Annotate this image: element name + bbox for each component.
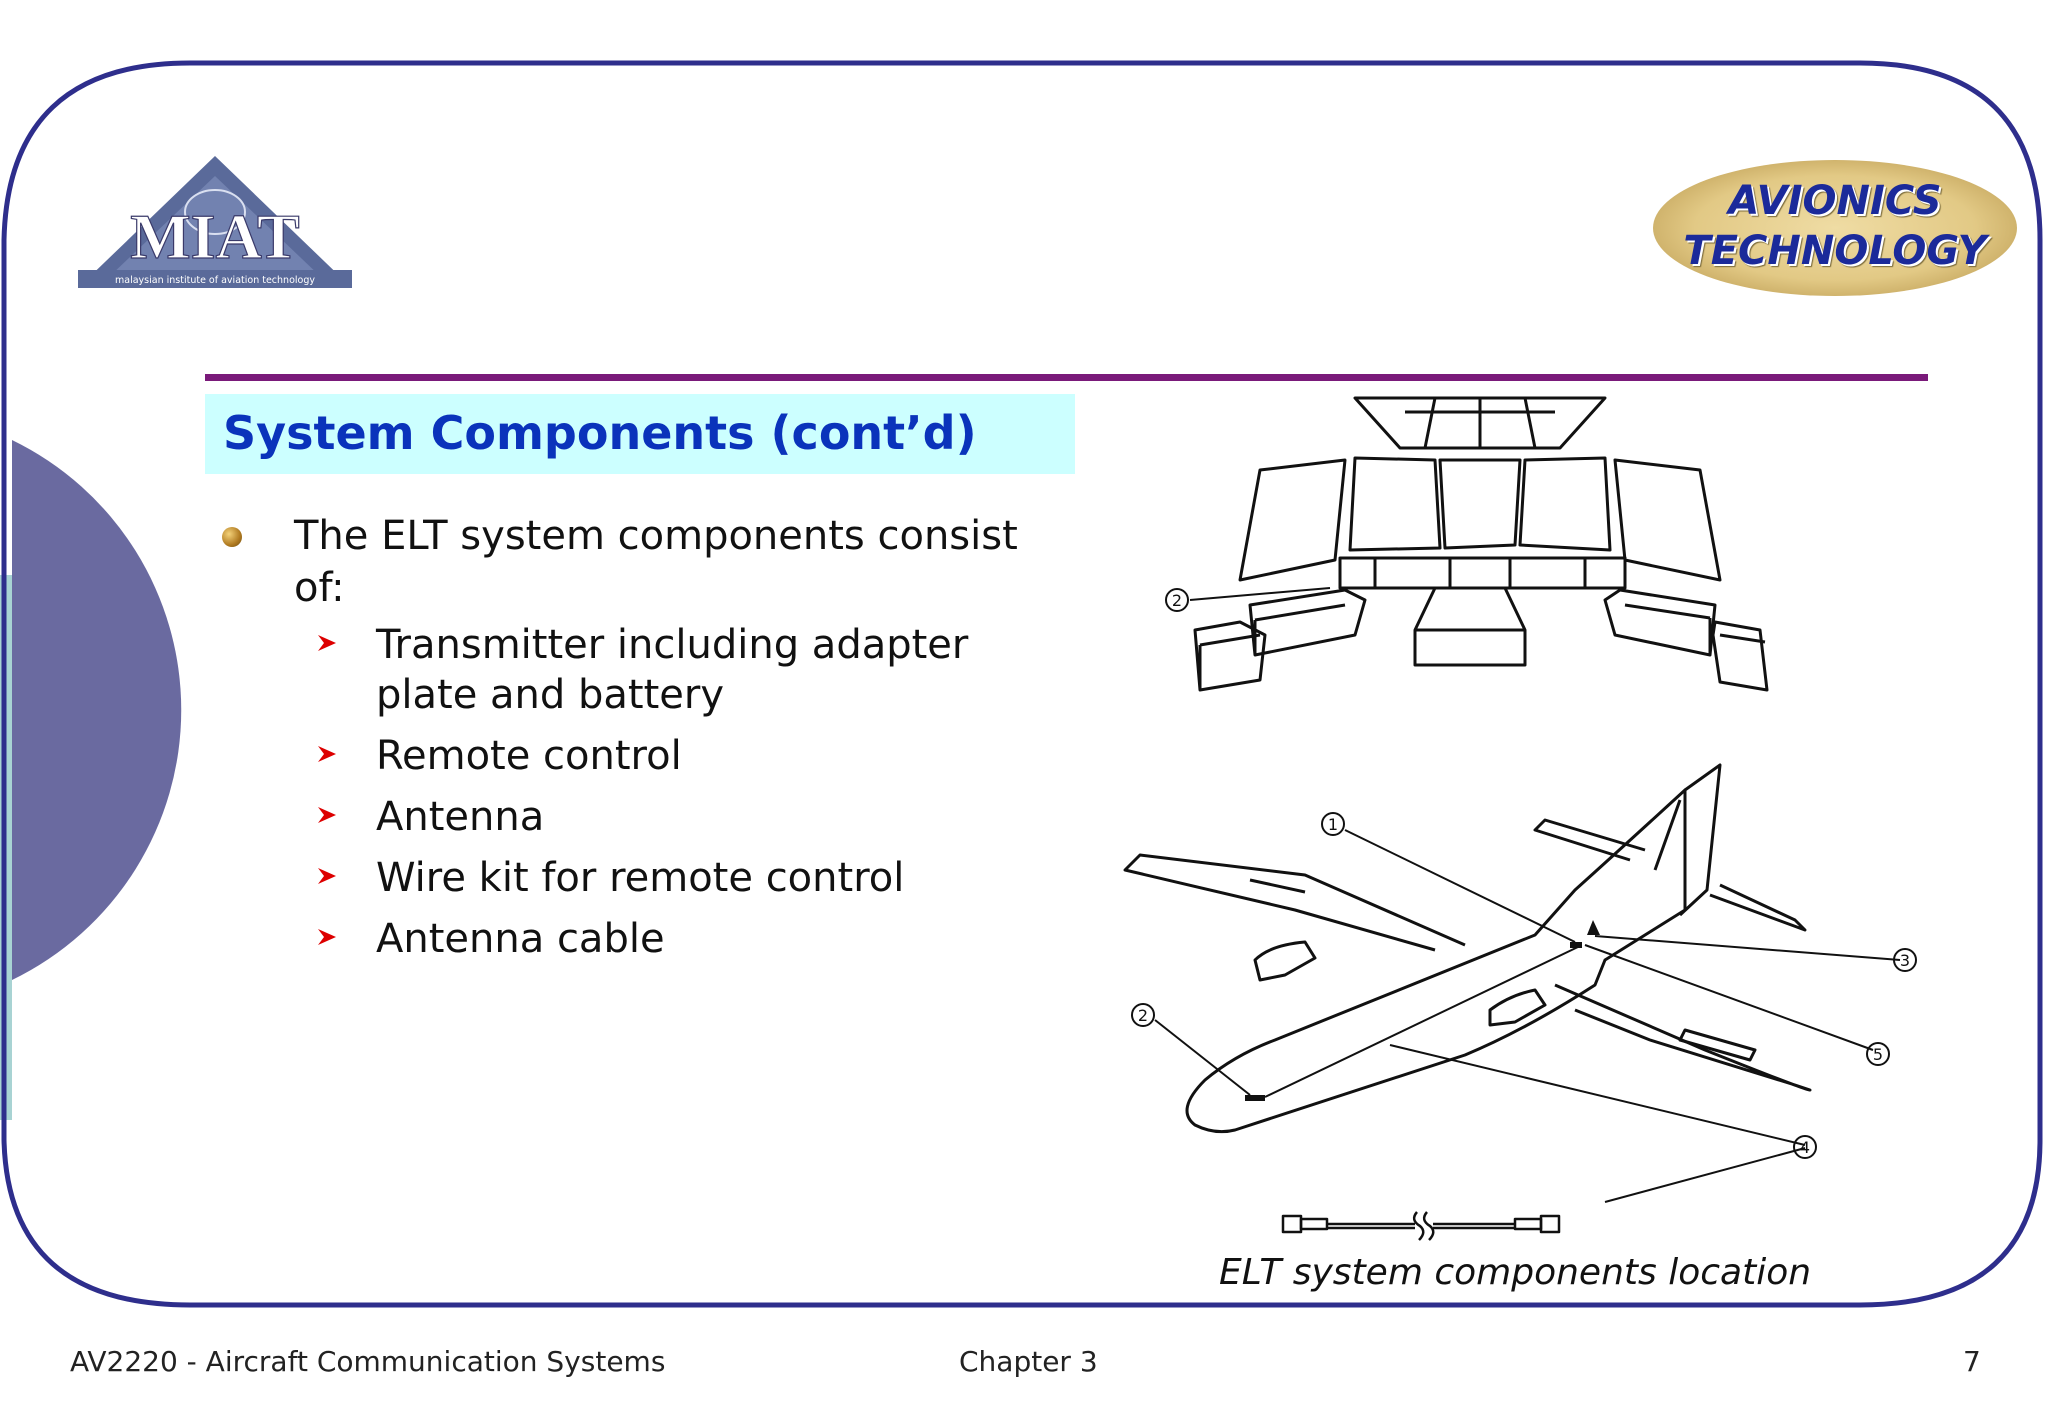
content-list: The ELT system components consist of: Tr…: [220, 510, 1080, 975]
glareshield: [1338, 556, 1627, 667]
arrow-bullet-icon: [318, 929, 336, 945]
callout-label: 5: [1873, 1045, 1883, 1064]
logo-wordmark: MIAT: [130, 201, 299, 272]
avionics-badge: [1653, 160, 2017, 296]
list-item: Remote control: [220, 731, 1080, 781]
callout-label: 2: [1172, 591, 1182, 610]
callout-label: 2: [1138, 1006, 1148, 1025]
lead-bullet: The ELT system components consist of:: [220, 510, 1080, 614]
arrow-bullet-icon: [318, 635, 336, 651]
callouts: 1 2 3 5 4: [1131, 812, 1917, 1203]
component-list: Transmitter including adapter plate and …: [220, 620, 1080, 964]
elt-antenna: [1587, 920, 1600, 935]
lead-text: The ELT system components consist of:: [294, 513, 1018, 611]
callout-label: 4: [1800, 1138, 1810, 1157]
callout-label: 3: [1900, 951, 1910, 970]
elt-transmitter: [1245, 1095, 1265, 1101]
slide-title: System Components (cont’d): [223, 406, 977, 460]
logo-subtitle: malaysian institute of aviation technolo…: [115, 275, 315, 286]
windshield: [1238, 456, 1722, 582]
figure-caption: ELT system components location: [1218, 1252, 1812, 1293]
left-disc: [12, 440, 182, 980]
list-item: Wire kit for remote control: [220, 853, 1080, 903]
aircraft-outline: [1123, 763, 1812, 1134]
header-rule: [205, 374, 1928, 381]
antenna-cable-run: [1264, 945, 1581, 1098]
elt-diagram: 2 1 2 3 5: [1123, 396, 1917, 1241]
callout-label: 1: [1328, 815, 1338, 834]
round-bullet-icon: [222, 527, 242, 547]
badge-line-1: AVIONICS: [1728, 178, 1942, 224]
list-item-text: Transmitter including adapter plate and …: [376, 622, 969, 718]
overhead-panel: [1353, 396, 1607, 450]
miat-logo: MIAT malaysian institute of aviation tec…: [78, 156, 352, 288]
frame-outline: [1, 60, 2043, 1308]
arrow-bullet-icon: [318, 746, 336, 762]
arrow-bullet-icon: [318, 868, 336, 884]
list-item: Antenna: [220, 792, 1080, 842]
list-item-text: Antenna: [376, 794, 545, 840]
footer-course: AV2220 - Aircraft Communication Systems: [70, 1345, 666, 1378]
antenna-cable-assembly: [1281, 1211, 1561, 1241]
list-item-text: Remote control: [376, 733, 682, 779]
badge-text: AVIONICS TECHNOLOGY: [1650, 176, 2020, 276]
footer-page-number: 7: [1963, 1345, 1981, 1378]
elt-antenna-mount: [1570, 942, 1582, 948]
side-consoles: [1193, 588, 1769, 692]
title-box: System Components (cont’d): [205, 394, 1075, 474]
arrow-bullet-icon: [318, 807, 336, 823]
badge-line-2: TECHNOLOGY: [1683, 228, 1987, 274]
list-item-text: Antenna cable: [376, 916, 665, 962]
list-item: Transmitter including adapter plate and …: [220, 620, 1080, 720]
callout-2-cockpit: 2: [1165, 587, 1331, 612]
list-item: Antenna cable: [220, 914, 1080, 964]
list-item-text: Wire kit for remote control: [376, 855, 905, 901]
footer-chapter: Chapter 3: [959, 1345, 1098, 1378]
